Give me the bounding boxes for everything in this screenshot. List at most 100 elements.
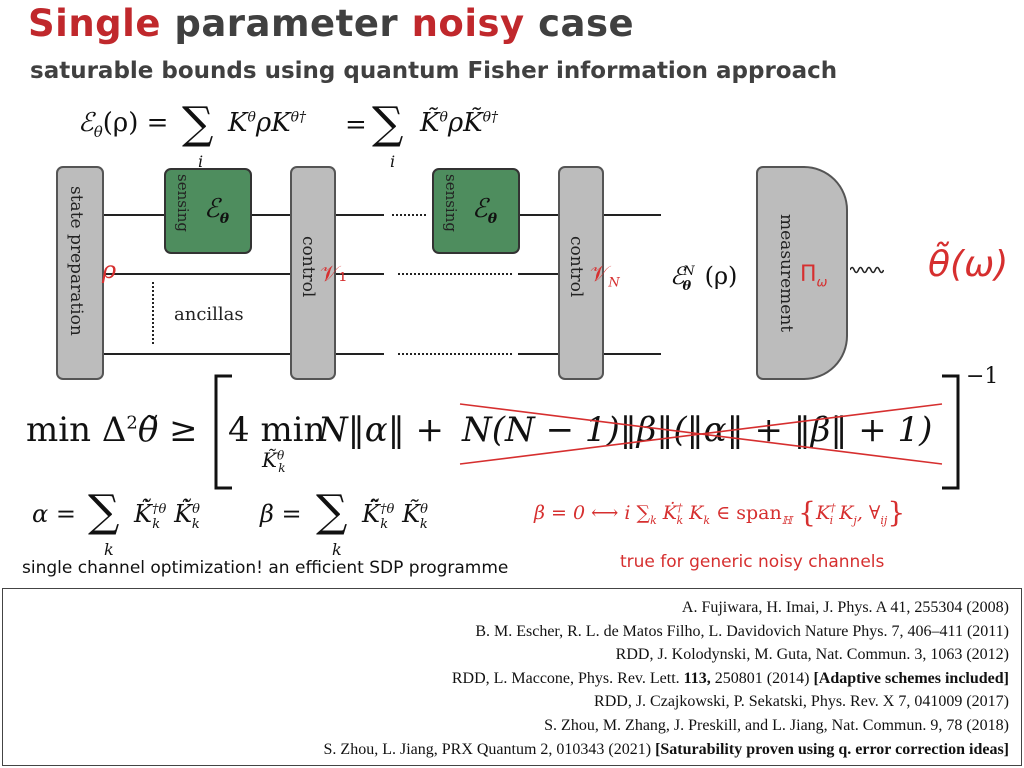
reference-1: A. Fujiwara, H. Imai, J. Phys. A 41, 255… xyxy=(3,596,1009,620)
kraus-lhs-sub: θ xyxy=(93,123,103,142)
beta-zero-lhs: β = 0 ⟷ i ∑ xyxy=(534,502,651,524)
reference-4-note: [Adaptive schemes included] xyxy=(813,669,1009,687)
kraus-term-2: K̃θρK̃θ† xyxy=(420,108,498,138)
wire-top-3 xyxy=(334,214,384,216)
alpha-term-k: K̇̃ xyxy=(134,500,152,528)
wire-mid-dots xyxy=(398,273,512,275)
sum-index-beta: k xyxy=(332,540,342,559)
reference-4-rest: 250801 (2014) xyxy=(710,669,814,687)
classical-wire xyxy=(850,266,884,274)
beta-zero-set2-sub: j xyxy=(853,513,857,527)
title-word-parameter: parameter xyxy=(174,2,399,45)
bound-lhs-sup: 2 xyxy=(126,412,138,434)
cross-out-lines xyxy=(459,403,943,465)
rho-label: ρ xyxy=(102,256,117,284)
kraus-term2-k: K̃ xyxy=(420,108,440,138)
beta-term-k: K̈̃ xyxy=(362,500,380,528)
sensing-label-2: sensing xyxy=(442,174,460,232)
alpha-lhs: α = xyxy=(32,500,76,528)
kraus-term1-sup: θ xyxy=(247,109,256,126)
reference-4: RDD, L. Maccone, Phys. Rev. Lett. 113, 2… xyxy=(3,667,1009,691)
reference-7-note: [Saturability proven using q. error corr… xyxy=(655,740,1009,758)
kraus-term2-sup: θ xyxy=(439,109,448,126)
sum-symbol-beta: ∑ xyxy=(316,486,348,537)
channel-output-arg: (ρ) xyxy=(704,262,738,290)
beta-zero-span: ∈ span xyxy=(716,502,782,524)
bound-min-sub-k: K̃ xyxy=(262,448,277,472)
sum-symbol-1: ∑ xyxy=(182,98,214,149)
channel-output: ℰθN(ρ) xyxy=(670,262,737,294)
sum-index-alpha: k xyxy=(104,540,114,559)
v1-label: 𝒱₁ xyxy=(320,262,348,287)
vN-sym: 𝒱 xyxy=(590,262,609,287)
kraus-lhs-arg: (ρ) = xyxy=(102,108,169,138)
bound-crossed-term: N(N − 1)‖β‖(‖α‖ + ‖β‖ + 1) xyxy=(462,410,933,450)
note-left: single channel optimization! an efficien… xyxy=(22,558,509,578)
wire-top-1 xyxy=(102,214,164,216)
wire-top-dots xyxy=(392,214,426,216)
bound-min-sub-sub: k xyxy=(278,461,286,475)
reference-5: RDD, J. Czajkowski, P. Sekatski, Phys. R… xyxy=(3,690,1009,714)
beta-zero-forall-sub: ij xyxy=(880,513,888,527)
sensing-box-1 xyxy=(164,168,252,254)
control-label-1: control xyxy=(298,236,318,298)
vN-sub: N xyxy=(608,275,620,291)
wire-top-2 xyxy=(252,214,290,216)
beta-zero-span-sub: ℍ xyxy=(781,513,793,527)
beta-zero-set-sup: † xyxy=(830,501,836,515)
wire-bot-4 xyxy=(603,353,661,355)
bound-lhs: min Δ2θ̃ ≥ xyxy=(26,410,198,450)
reference-3: RDD, J. Kolodynski, M. Guta, Nat. Commun… xyxy=(3,643,1009,667)
kraus-term1-k: K xyxy=(228,108,248,138)
reference-6-text: S. Zhou, M. Zhang, J. Preskill, and L. J… xyxy=(544,716,1009,734)
kraus-term1-mid: ρK xyxy=(255,108,291,138)
sum-symbol-2: ∑ xyxy=(372,98,404,149)
reference-7-text: S. Zhou, L. Jiang, PRX Quantum 2, 010343… xyxy=(323,740,656,758)
title-word-case: case xyxy=(538,2,635,45)
alpha-term2-k: K̇̃ xyxy=(174,500,193,528)
beta-zero-kdot-sub: k xyxy=(676,513,684,527)
wire-mid-3 xyxy=(518,273,558,275)
sum-index-2: i xyxy=(390,152,396,171)
beta-zero-set-sub: i xyxy=(829,513,834,527)
reference-7: S. Zhou, L. Jiang, PRX Quantum 2, 010343… xyxy=(3,738,1009,762)
control-box-1 xyxy=(290,166,336,380)
channel-output-sub: θ xyxy=(682,278,692,294)
beta-zero-k-sub: k xyxy=(703,513,711,527)
sensing-channel-1: ℰθ xyxy=(204,194,229,227)
beta-term-sub: k xyxy=(380,516,389,532)
reference-1-text: A. Fujiwara, H. Imai, J. Phys. A 41, 255… xyxy=(681,599,1009,616)
wire-mid-2 xyxy=(334,273,384,275)
reference-5-text: RDD, J. Czajkowski, P. Sekatski, Phys. R… xyxy=(594,693,1009,711)
big-bracket-left xyxy=(214,374,232,490)
kraus-term1-sup2: θ† xyxy=(290,109,307,126)
measurement-label: measurement xyxy=(776,214,796,333)
slide-title: Single parameter noisy case xyxy=(28,2,634,45)
beta-term2-sub: k xyxy=(419,516,428,532)
beta-zero-set2-k: K xyxy=(839,502,854,524)
beta-zero-kdot-sup: † xyxy=(677,501,683,515)
wire-bot-2 xyxy=(334,353,384,355)
wire-bot-3 xyxy=(518,353,558,355)
channel-output-sup: N xyxy=(683,264,695,279)
alpha-definition: α = xyxy=(32,500,76,528)
bound-min-subscript: K̃θk xyxy=(262,448,291,475)
sensing-channel-2-sym: ℰ xyxy=(472,194,488,224)
slide-subtitle: saturable bounds using quantum Fisher in… xyxy=(30,58,838,84)
big-bracket-right xyxy=(942,374,960,490)
kraus-term2-sup2: θ† xyxy=(482,109,499,126)
title-word-noisy: noisy xyxy=(411,2,525,45)
beta-term-sup: †θ xyxy=(379,502,395,517)
wire-bot-dots xyxy=(398,353,512,355)
reference-6: S. Zhou, M. Zhang, J. Preskill, and L. J… xyxy=(3,714,1009,738)
sensing-channel-1-sub: θ xyxy=(219,211,230,228)
state-preparation-label: state preparation xyxy=(66,186,86,336)
pi-sub: ω xyxy=(816,275,828,291)
kraus-term2-mid: ρK̃ xyxy=(447,108,483,138)
sensing-label-1: sensing xyxy=(174,174,192,232)
reference-2: B. M. Escher, R. L. de Matos Filho, L. D… xyxy=(3,620,1009,644)
sum-index-1: i xyxy=(198,152,204,171)
kraus-term-1: KθρKθ† xyxy=(228,108,306,138)
